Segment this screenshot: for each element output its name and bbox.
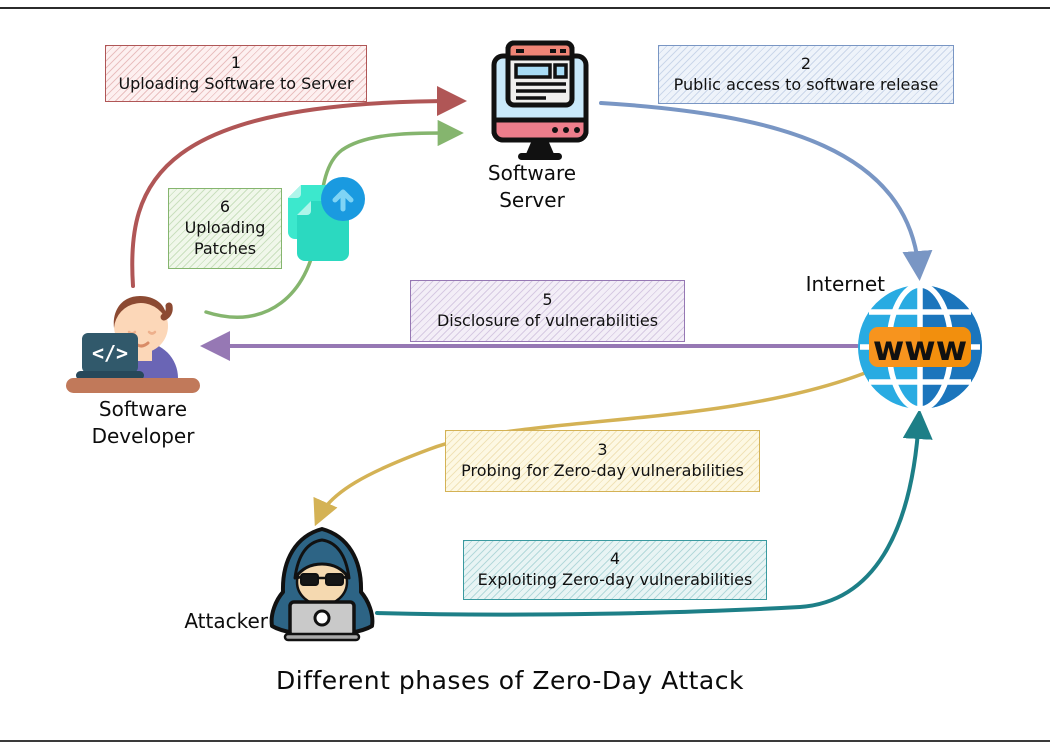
step-box-5: 5 Disclosure of vulnerabilities (410, 280, 685, 342)
internet-label: Internet (805, 272, 885, 296)
step-6-label-line1: Uploading (184, 218, 266, 238)
step-5-label: Disclosure of vulnerabilities (436, 311, 659, 330)
software-developer-label: Software Developer (91, 397, 195, 448)
software-server-label: Software Server (487, 161, 577, 212)
arrow-step1-developer-to-server (130, 86, 467, 288)
step-6-number: 6 (219, 197, 231, 217)
page-bottom-border (0, 740, 1050, 742)
step-box-6: 6 Uploading Patches (168, 188, 282, 269)
step-3-label: Probing for Zero-day vulnerabilities (461, 461, 744, 480)
step-5-number: 5 (542, 290, 553, 310)
globe-www-text: www (873, 329, 967, 369)
page-top-border (0, 7, 1050, 9)
attacker-label: Attacker (184, 609, 268, 633)
step-box-2: 2 Public access to software release (658, 45, 954, 104)
step-box-1: 1 Uploading Software to Server (105, 45, 367, 102)
step-4-label: Exploiting Zero-day vulnerabilities (477, 570, 753, 589)
step-1-number: 1 (230, 52, 242, 72)
step-2-number: 2 (800, 53, 812, 73)
upload-patches-icon (283, 173, 367, 273)
developer-code-glyph: </> (92, 341, 128, 365)
internet-globe-icon: www (856, 282, 984, 415)
step-2-label: Public access to software release (673, 74, 939, 94)
step-6-label-line2: Patches (193, 238, 257, 258)
software-server-icon (478, 40, 600, 172)
software-developer-icon: </> (66, 286, 200, 402)
arrow-step2-server-to-internet (599, 101, 933, 281)
step-box-4: 4 Exploiting Zero-day vulnerabilities (463, 540, 767, 600)
attacker-icon (262, 526, 382, 646)
arrow-step4-attacker-to-internet (375, 409, 933, 617)
step-3-number: 3 (597, 440, 608, 460)
diagram-title: Different phases of Zero-Day Attack (276, 666, 744, 695)
step-1-label: Uploading Software to Server (118, 73, 354, 93)
step-box-3: 3 Probing for Zero-day vulnerabilities (445, 430, 760, 492)
step-4-number: 4 (609, 549, 621, 569)
